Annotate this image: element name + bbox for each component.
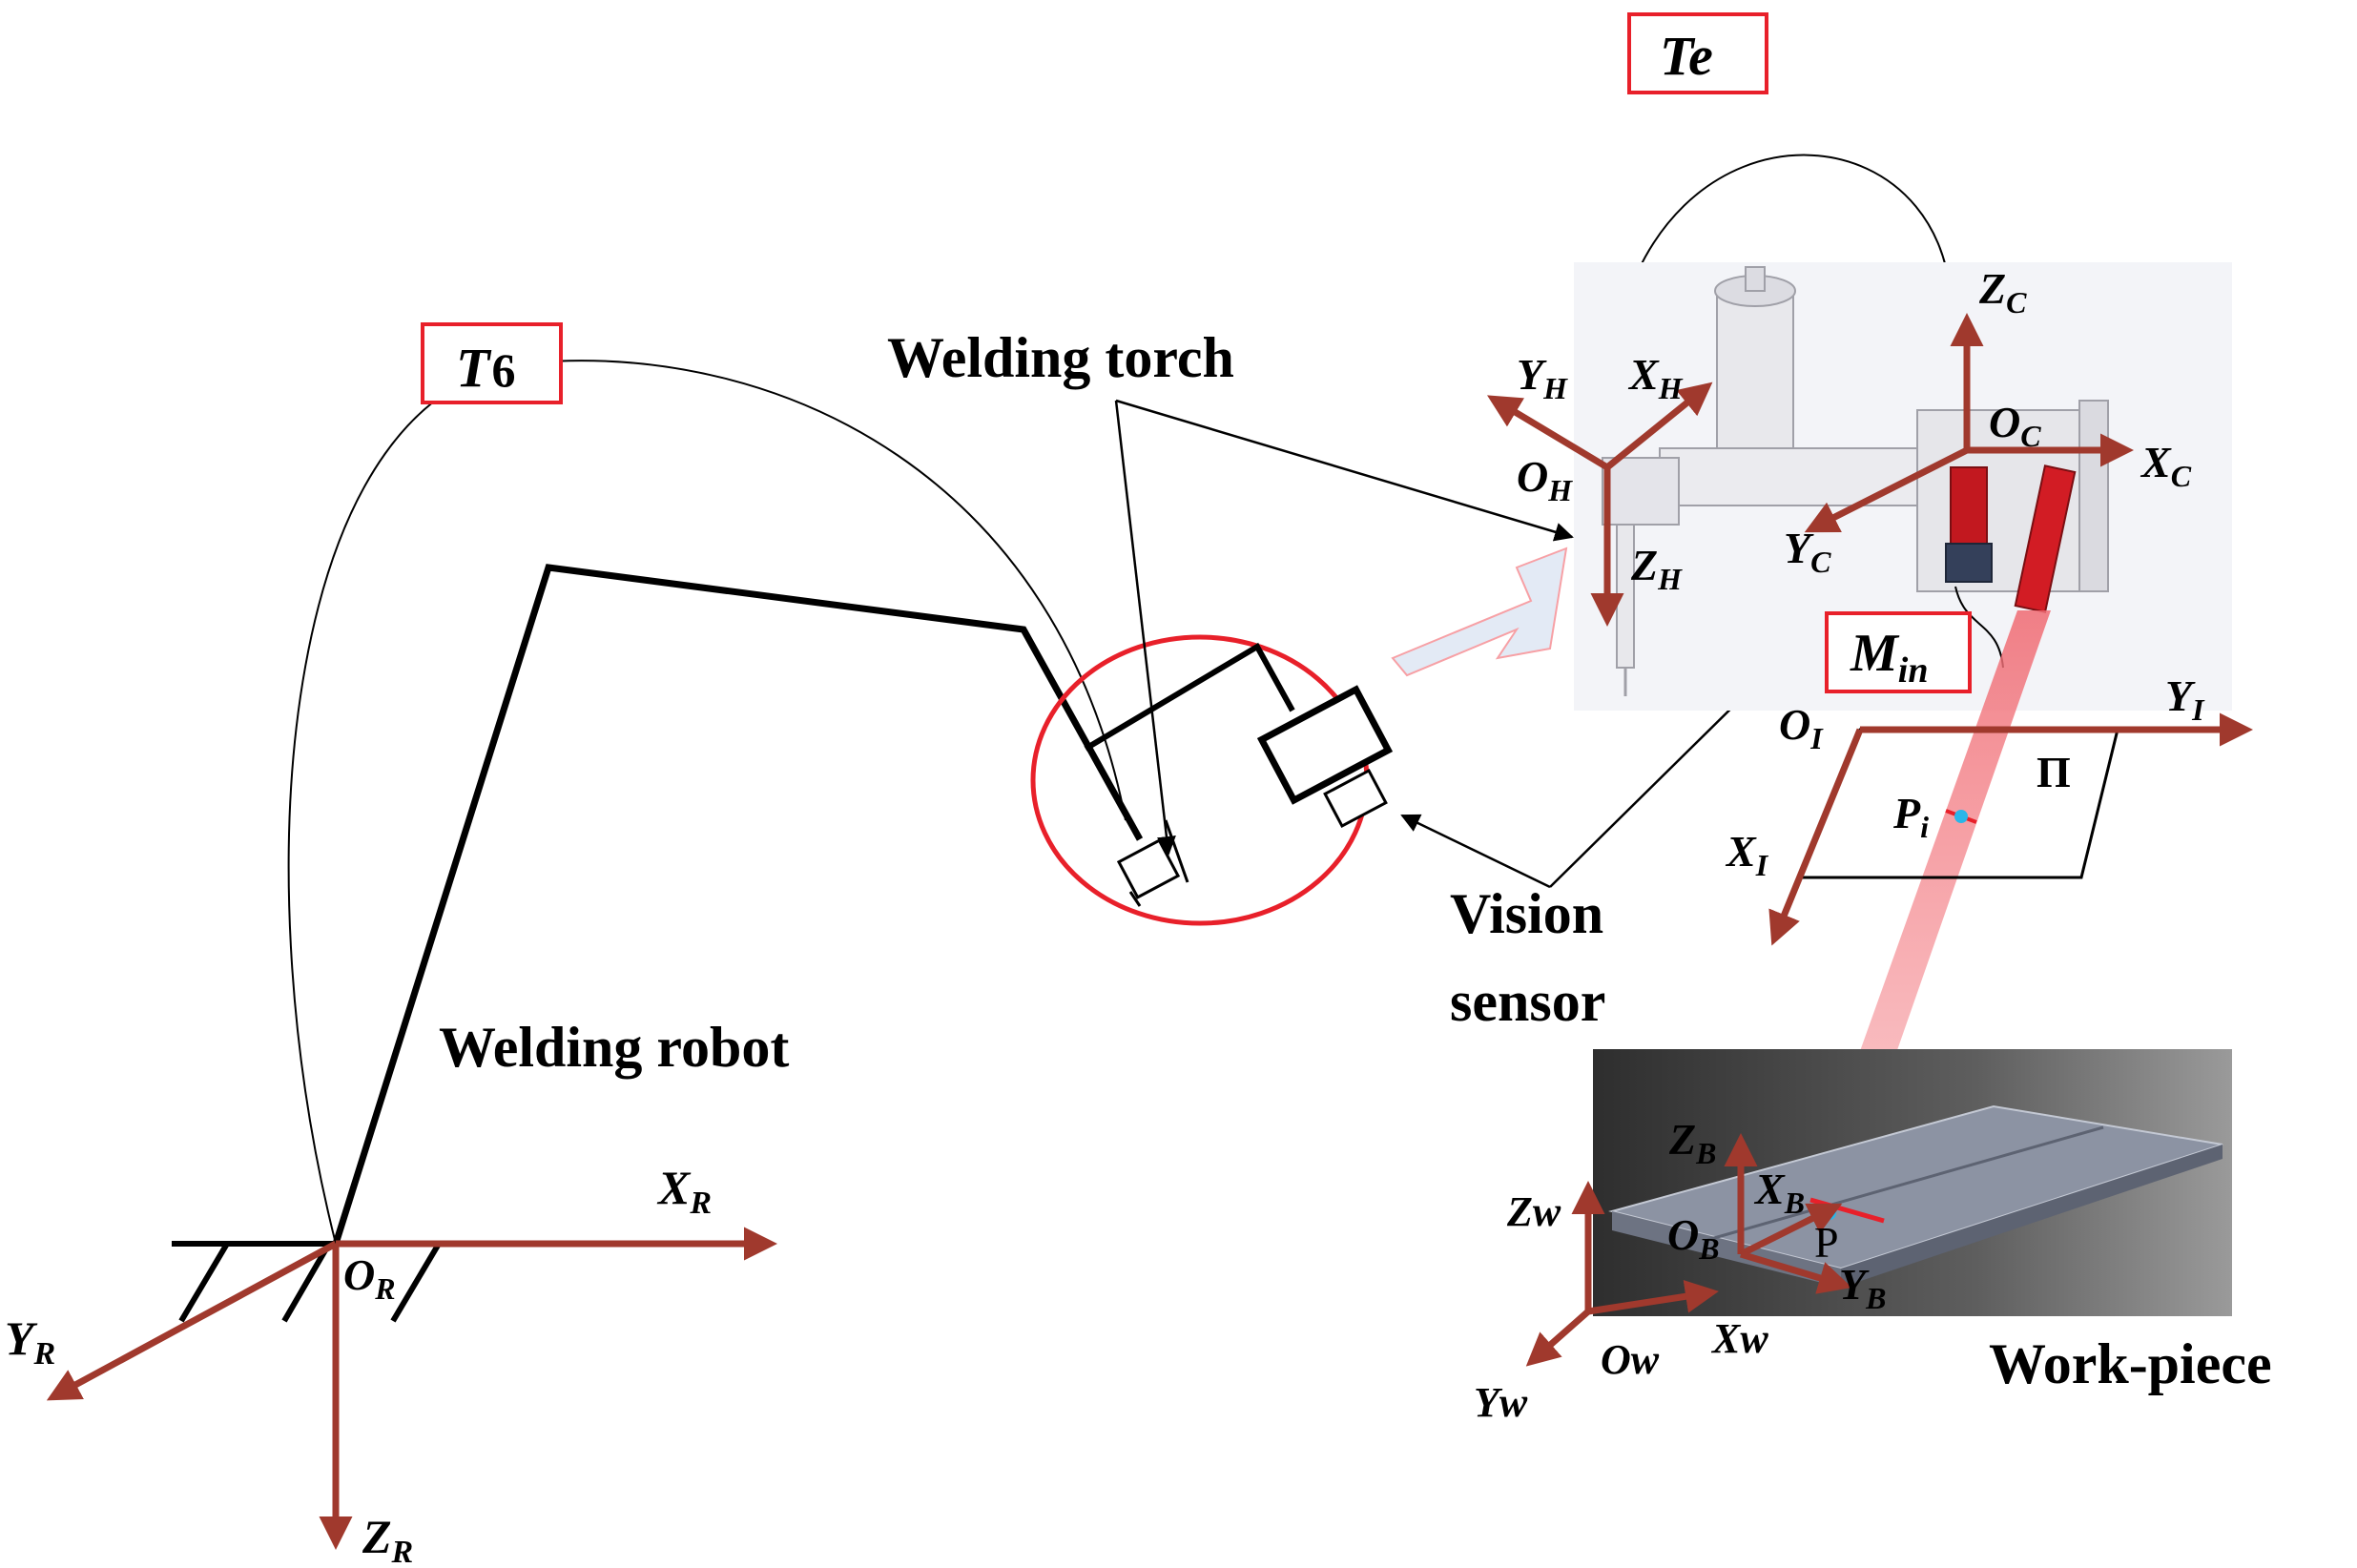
svg-text:XB: XB <box>1753 1165 1805 1220</box>
min-transform-box: Min <box>1825 611 1972 693</box>
torch-z-axis-label: Z <box>1630 541 1658 589</box>
image-y-axis-label: Y <box>2165 671 2196 720</box>
svg-text:OC: OC <box>1989 398 2041 453</box>
vision-sensor-label-line2: sensor <box>1450 970 1605 1033</box>
robot-y-axis-label: Y <box>5 1311 38 1365</box>
base-origin-label: O <box>1667 1210 1699 1259</box>
image-x-axis-label: X <box>1725 827 1757 876</box>
svg-text:OI: OI <box>1779 700 1824 755</box>
torch-y-axis-label: Y <box>1517 350 1547 399</box>
t6-transform-box: T6 <box>421 322 563 404</box>
camera-frame: ZC OC XC YC <box>1784 264 2192 579</box>
end-effector-zoom <box>1030 634 1394 926</box>
world-y-axis-label: Yw <box>1474 1379 1528 1426</box>
base-frame: ZB XB OB YB P <box>1667 1115 1886 1315</box>
torch-x-axis-label: X <box>1627 350 1660 399</box>
svg-text:T6: T6 <box>456 337 515 399</box>
image-origin-label: O <box>1779 700 1810 749</box>
svg-text:XI: XI <box>1725 827 1769 882</box>
svg-text:XR: XR <box>656 1161 712 1221</box>
torch-origin-label: O <box>1517 452 1548 501</box>
work-piece-label: Work-piece <box>1989 1332 2272 1395</box>
svg-text:OR: OR <box>343 1250 396 1306</box>
camera-y-axis-label: Y <box>1784 524 1814 572</box>
te-label: Te <box>1660 25 1713 87</box>
camera-origin-label: O <box>1989 398 2020 446</box>
world-x-axis-label: Xw <box>1710 1315 1768 1362</box>
svg-text:OB: OB <box>1667 1210 1720 1266</box>
robot-x-axis-label: X <box>656 1161 692 1214</box>
welding-robot-label: Welding robot <box>439 1016 789 1079</box>
svg-text:XH: XH <box>1627 350 1684 405</box>
svg-text:YH: YH <box>1517 350 1568 405</box>
image-point-label: P <box>1892 789 1921 837</box>
world-origin-label: Ow <box>1601 1336 1660 1383</box>
base-z-axis-label: Z <box>1668 1115 1696 1164</box>
torch-frame: YH XH OH ZH <box>1486 350 1713 627</box>
camera-x-axis-label: X <box>2140 438 2172 486</box>
t6-label: T <box>456 337 492 399</box>
welding-robot <box>172 360 1144 1323</box>
robot-origin-label: O <box>343 1250 375 1299</box>
svg-text:Pi: Pi <box>1892 789 1929 844</box>
base-y-axis-label: Y <box>1839 1260 1870 1309</box>
vision-sensor-label-line1: Vision <box>1450 882 1603 945</box>
vision-sensor-callout: Vision sensor <box>1400 547 1895 1033</box>
svg-text:YC: YC <box>1784 524 1831 579</box>
svg-text:ZC: ZC <box>1978 264 2027 320</box>
min-label: M <box>1850 624 1900 683</box>
image-plane-label: Π <box>2037 748 2071 796</box>
image-point-marker <box>1954 810 1968 823</box>
svg-text:YB: YB <box>1839 1260 1886 1315</box>
welding-torch-label: Welding torch <box>887 326 1234 389</box>
zoom-arrow <box>1391 547 1568 677</box>
svg-text:OH: OH <box>1517 452 1573 507</box>
svg-text:ZB: ZB <box>1668 1115 1716 1170</box>
welding-torch-callout: Welding torch <box>887 326 1574 856</box>
world-frame: Zw Xw Yw Ow <box>1474 1181 1768 1426</box>
robot-z-axis-label: Z <box>362 1510 392 1563</box>
svg-text:XC: XC <box>2140 438 2192 493</box>
svg-text:Min: Min <box>1850 624 1929 691</box>
svg-text:YR: YR <box>5 1311 55 1372</box>
camera-z-axis-label: Z <box>1978 264 2006 313</box>
work-point-label: P <box>1814 1218 1839 1267</box>
te-transform-box: Te <box>1606 12 1971 497</box>
svg-text:YI: YI <box>2165 671 2205 727</box>
svg-text:ZR: ZR <box>362 1510 413 1568</box>
svg-text:ZH: ZH <box>1630 541 1683 596</box>
base-x-axis-label: X <box>1753 1165 1786 1213</box>
world-z-axis-label: Zw <box>1506 1188 1561 1235</box>
image-frame: OI YI XI Π Pi <box>1725 671 2253 946</box>
robot-frame: XR YR ZR OR <box>5 1161 777 1568</box>
